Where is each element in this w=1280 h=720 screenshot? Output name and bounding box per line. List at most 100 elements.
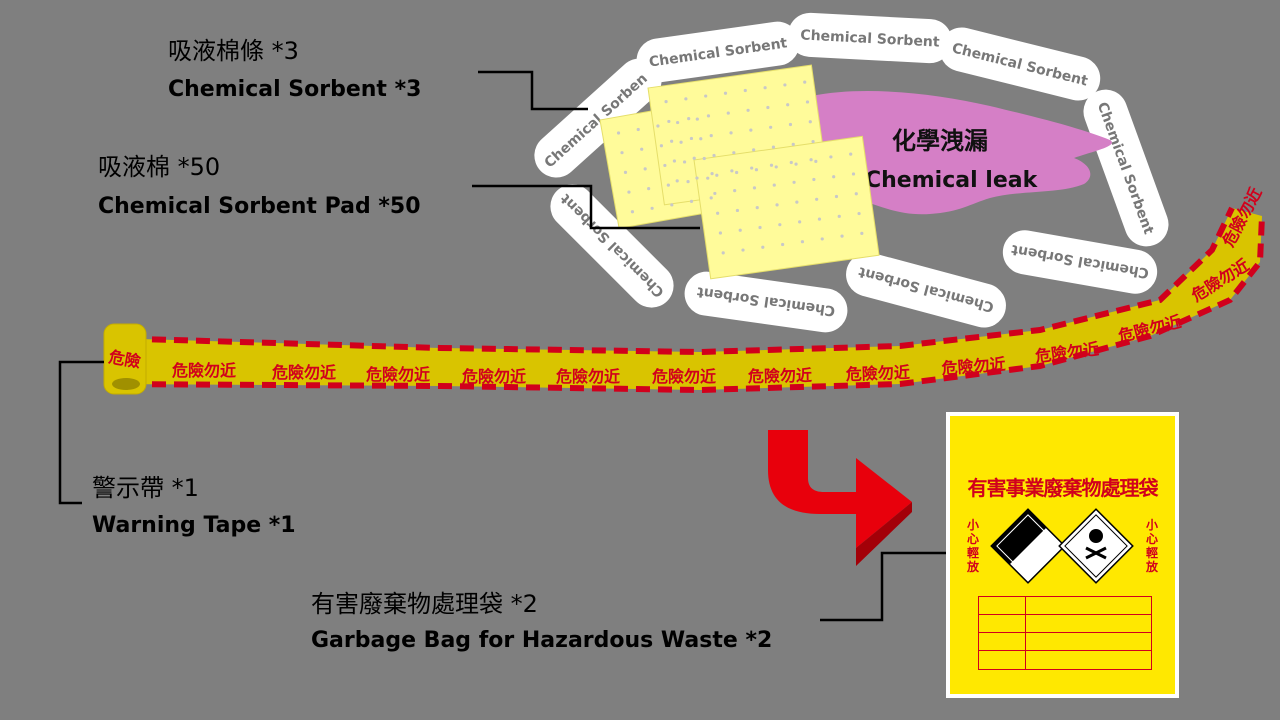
- pad-dot: [664, 100, 668, 104]
- pad-dot: [627, 190, 631, 194]
- pad-dot: [812, 177, 816, 182]
- pad-dot: [616, 131, 621, 135]
- pad-dot: [743, 88, 747, 93]
- tape-label-en: Warning Tape *1: [92, 513, 296, 538]
- pad-dot: [715, 173, 719, 177]
- pad-dot: [709, 196, 713, 200]
- pad-dot: [755, 206, 759, 210]
- tape-warning-text: 危險勿近: [652, 367, 716, 386]
- pad-dot: [820, 237, 824, 241]
- pad-dot: [636, 127, 640, 132]
- pad-dot: [857, 211, 861, 216]
- pad-dot: [695, 176, 699, 180]
- tape-warning-text: 危險勿近: [941, 355, 1006, 378]
- pad-dot: [774, 165, 778, 169]
- pad-dot: [746, 108, 750, 112]
- pad-dot: [732, 151, 736, 155]
- leak-label-zh: 化學洩漏: [892, 127, 988, 155]
- pad-dot: [726, 111, 730, 115]
- pad-dot: [832, 175, 836, 179]
- tape-warning-text: 危險勿近: [556, 367, 620, 386]
- pad-dot: [686, 180, 690, 184]
- bag-symbols: [990, 508, 1134, 584]
- pad-dot: [710, 172, 714, 176]
- pad-dot: [849, 152, 853, 156]
- tape-warning-text: 危險勿近: [845, 363, 910, 384]
- pad-dot: [718, 231, 723, 235]
- pad-dot: [676, 120, 680, 125]
- pad-dot: [811, 139, 815, 144]
- tape-warning-text: 危險勿近: [748, 366, 812, 386]
- pad-dot: [699, 137, 703, 141]
- pad-dot: [775, 203, 779, 207]
- bag-label-en: Garbage Bag for Hazardous Waste *2: [311, 628, 773, 653]
- pad-dot: [630, 210, 635, 214]
- pad-dot: [778, 223, 782, 227]
- pad-dot: [754, 168, 759, 172]
- pad-dot: [809, 158, 813, 162]
- pad-dot: [766, 105, 770, 110]
- pad-dot: [706, 114, 711, 118]
- pad-dot: [761, 245, 765, 249]
- svg-text:Chemical Sorbent: Chemical Sorbent: [800, 27, 940, 50]
- red-arrow: [768, 430, 912, 548]
- pad-dot: [794, 162, 798, 166]
- pad-dot: [789, 160, 793, 165]
- bag-caution-left: 小心輕放: [966, 518, 979, 574]
- leader-sorbent: [478, 70, 588, 111]
- leader-bag: [820, 551, 948, 622]
- toxic-icon: [1058, 508, 1134, 584]
- pad-dot: [860, 231, 864, 235]
- pad-dot: [692, 156, 696, 160]
- pad-dot: [834, 194, 839, 199]
- pad-dot: [684, 97, 688, 101]
- pad-dot: [706, 176, 710, 180]
- pad-dot: [749, 128, 753, 132]
- pad-dot: [666, 183, 670, 187]
- pad-dot: [741, 248, 745, 252]
- pad-dot: [815, 197, 819, 201]
- pad-dot: [647, 186, 651, 191]
- pad-perforations: [616, 80, 864, 255]
- bag-label-zh: 有害廢棄物處理袋 *2: [311, 590, 538, 618]
- pad-dot: [803, 80, 807, 84]
- pad-dot: [792, 180, 796, 184]
- pad-dot: [716, 211, 720, 215]
- pad-dot: [829, 155, 833, 159]
- bag-info-table: [978, 596, 1152, 670]
- pad-dot: [840, 234, 844, 238]
- pad-dot: [769, 125, 773, 129]
- pad-dot: [729, 131, 733, 135]
- pad-dot: [733, 189, 737, 193]
- pad-dot: [650, 206, 654, 210]
- pad-dot: [851, 172, 856, 176]
- pad-dot: [786, 103, 790, 107]
- leak-label-en: Chemical leak: [865, 168, 1039, 193]
- pad-dot: [640, 147, 644, 151]
- pad-dot: [702, 156, 706, 161]
- leader-pad: [472, 184, 700, 230]
- pad-dot: [663, 163, 667, 168]
- pad-dot: [713, 191, 717, 196]
- pad-dot: [670, 203, 674, 207]
- warning-tape: 危險勿近危險勿近危險勿近危險勿近危險勿近危險勿近危險勿近危險勿近危險勿近危險勿近…: [103, 184, 1266, 395]
- pad-dot: [623, 170, 628, 174]
- pad-dot: [672, 159, 677, 163]
- pad-dot: [682, 160, 687, 164]
- pad-dot: [772, 183, 776, 187]
- pad-dot: [781, 242, 785, 247]
- bag-title: 有害事業廢棄物處理袋: [967, 476, 1159, 500]
- pad-dot: [798, 220, 802, 224]
- pad-dot: [675, 179, 679, 183]
- pad-dot: [771, 145, 776, 149]
- pad-dot: [750, 166, 754, 170]
- pad-dot: [689, 199, 694, 203]
- tape-label-zh: 警示帶 *1: [92, 474, 199, 502]
- chemical-leak-puddle: [809, 91, 1112, 215]
- pad-dot: [670, 139, 674, 143]
- pad-label-zh: 吸液棉 *50: [98, 153, 221, 181]
- pad-dot: [695, 117, 699, 121]
- pad-dot: [730, 169, 734, 173]
- pad-dot: [795, 200, 799, 204]
